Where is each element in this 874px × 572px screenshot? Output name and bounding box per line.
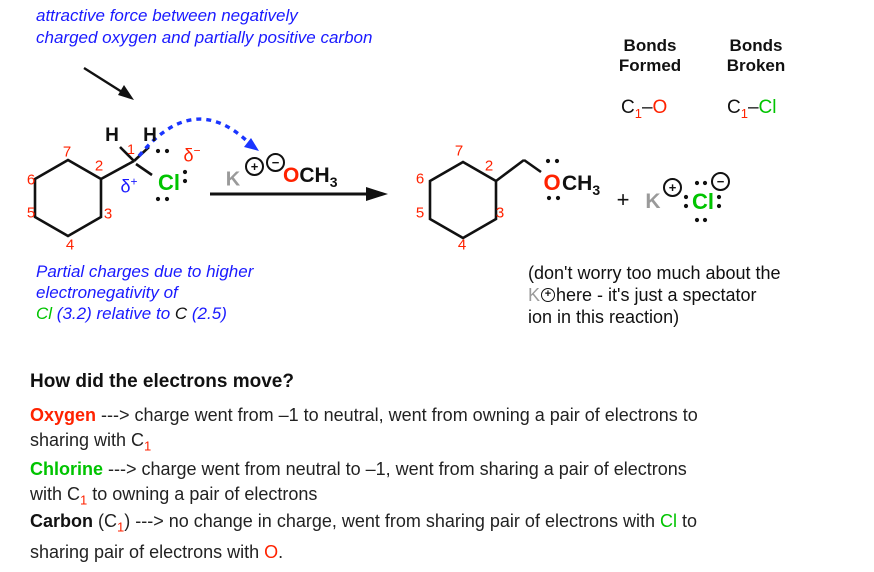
electrons-heading: How did the electrons move? <box>30 371 294 392</box>
structure-drawing-layer <box>33 66 722 240</box>
reagent-methoxide-group: OCH3 <box>283 164 338 191</box>
bond-broken-formula: C1–Cl <box>727 97 777 121</box>
reactant-carbon-2-label: 2 <box>94 157 104 175</box>
product-carbon-7-label: 7 <box>454 142 464 160</box>
reactant-carbon-5-label: 5 <box>26 204 36 222</box>
reactant-carbon-1-label: 1 <box>127 141 135 157</box>
bond-c1-cl <box>135 162 153 177</box>
reactant-chlorine-atom: Cl <box>158 170 180 195</box>
bond-ch2-o <box>523 158 542 174</box>
hydrogen-left-atom: H <box>105 125 119 146</box>
bond-formed-formula: C1–O <box>621 97 668 121</box>
reactant-cl-lone-pairs <box>155 148 188 202</box>
bond-c1-h-left <box>119 146 135 162</box>
product-carbon-6-label: 6 <box>415 170 425 188</box>
product-o-lone-pairs <box>545 158 561 201</box>
reactant-carbon-7-label: 7 <box>62 143 72 161</box>
reactant-carbon-3-label: 3 <box>103 205 113 223</box>
partial-charges-note: Partial charges due to higher electroneg… <box>36 262 254 323</box>
chloride-lone-pairs <box>683 180 722 223</box>
product-carbon-5-label: 5 <box>415 204 425 222</box>
product-carbon-3-label: 3 <box>495 204 505 222</box>
oxygen-explanation: Oxygen ---> charge went from –1 to neutr… <box>30 405 698 454</box>
bond-c2-ch2 <box>495 158 525 183</box>
hydrogen-right-atom: H <box>143 125 157 146</box>
product-carbon-4-label: 4 <box>457 236 467 254</box>
chlorine-explanation: Chlorine ---> charge went from neutral t… <box>30 459 687 508</box>
bonds-formed-header: Bonds Formed <box>618 36 682 75</box>
potassium-plus-charge-icon: + <box>663 178 682 197</box>
annotation-line-1: attractive force between negatively <box>36 6 298 25</box>
annotation-pointer-arrow <box>83 66 134 100</box>
reactant-cyclohexane-ring <box>33 158 103 238</box>
delta-plus-label: δ+ <box>120 174 138 197</box>
chloride-atom: Cl <box>692 189 714 214</box>
plus-sign: + <box>616 187 630 212</box>
reactant-carbon-4-label: 4 <box>65 236 75 254</box>
annotation-line-2: charged oxygen and partially positive ca… <box>36 28 373 47</box>
delta-minus-label: δ− <box>183 143 201 166</box>
product-oxygen-atom: O <box>543 170 561 195</box>
product-carbon-2-label: 2 <box>484 157 494 175</box>
attraction-dashed-arrow <box>137 117 259 158</box>
minus-charge-icon: − <box>266 153 285 172</box>
bond-c2-c1 <box>100 159 135 181</box>
potassium-charge-inline-icon: + <box>541 287 556 302</box>
byproduct-potassium-atom: K <box>645 190 661 213</box>
carbon-explanation: Carbon (C1) ---> no change in charge, we… <box>30 511 698 562</box>
product-methyl-group: CH3 <box>562 172 601 199</box>
reactant-carbon-6-label: 6 <box>26 171 36 189</box>
chloride-minus-charge-icon: − <box>711 172 730 191</box>
plus-charge-icon: + <box>245 157 264 176</box>
bonds-broken-header: Bonds Broken <box>726 36 786 75</box>
reagent-potassium-atom: K <box>225 168 241 191</box>
reaction-arrow <box>210 187 388 201</box>
spectator-ion-note: (don't worry too much about the K+here -… <box>528 263 781 327</box>
